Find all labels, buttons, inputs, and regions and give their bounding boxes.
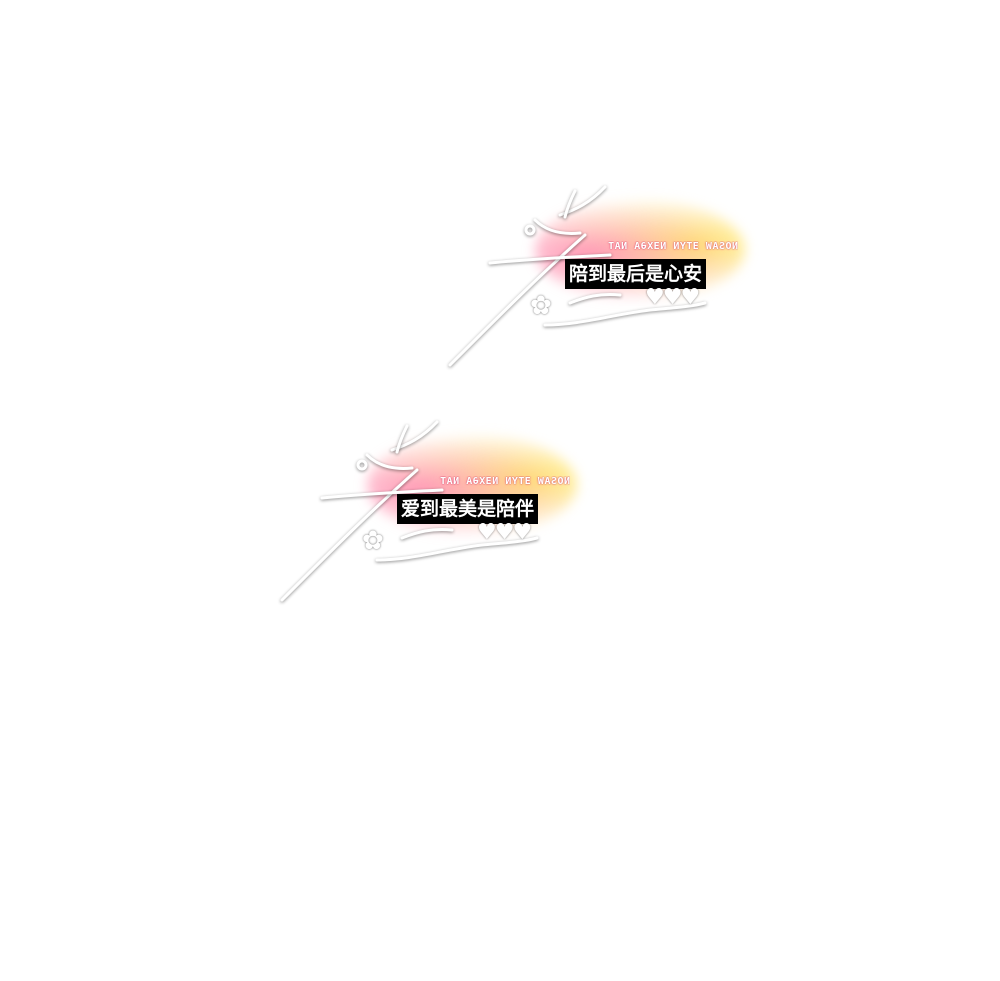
sticker-bottom: NOSAW ƎTYN NƎXƏA NAT 爱到最美是陪伴 ✿ ♥♥♥ [272, 410, 577, 610]
handwritten-scribble-icon [448, 185, 707, 367]
hearts-icon: ♥♥♥ [645, 285, 700, 310]
sticker-top: NOSAW ƎTYN NƎXƏA NAT 陪到最后是心安 ✿ ♥♥♥ [440, 175, 745, 375]
clover-icon: ✿ [362, 526, 384, 556]
caption-label: 陪到最后是心安 [565, 259, 707, 289]
handwritten-scribble-icon [280, 420, 539, 602]
hearts-icon: ♥♥♥ [477, 520, 532, 545]
clover-icon: ✿ [530, 291, 552, 321]
mirrored-english-text: NOSAW ƎTYN NƎXƏA NAT [607, 241, 738, 252]
mirrored-english-text: NOSAW ƎTYN NƎXƏA NAT [439, 476, 570, 487]
caption-label: 爱到最美是陪伴 [397, 494, 539, 524]
